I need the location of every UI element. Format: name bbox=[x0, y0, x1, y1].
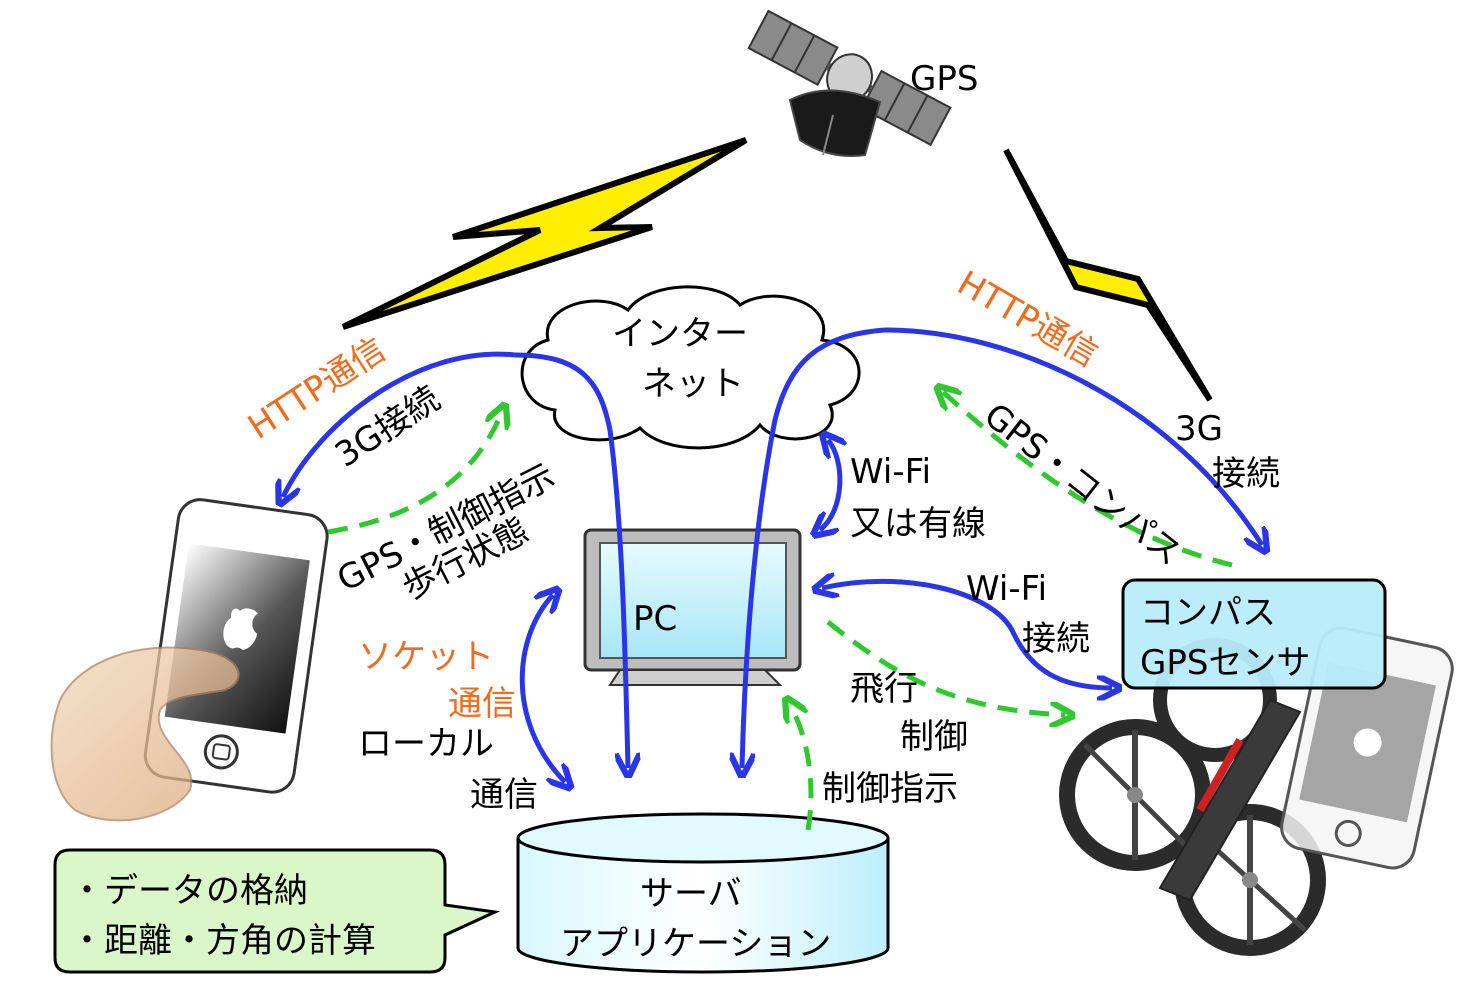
blue-arrows bbox=[283, 327, 1262, 782]
note-callout bbox=[53, 848, 501, 974]
label-wifi-mid-1: Wi-Fi bbox=[966, 569, 1047, 609]
arrow-pc-cloud-wifi bbox=[820, 440, 840, 530]
sensor-box bbox=[1121, 578, 1387, 690]
green-dashed-arrows bbox=[327, 392, 1233, 831]
label-local-2: 通信 bbox=[470, 775, 538, 815]
arrow-cloud-to-drone bbox=[884, 327, 1262, 545]
dash-pc-to-drone bbox=[826, 620, 1065, 715]
arrow-cloud-to-phone bbox=[283, 351, 516, 497]
dash-drone-to-cloud bbox=[943, 392, 1233, 568]
label-3g-right-2: 接続 bbox=[1212, 454, 1280, 494]
dash-phone-to-cloud bbox=[327, 412, 502, 535]
database-icon bbox=[516, 812, 890, 974]
label-wifi-mid-2: 接続 bbox=[1022, 619, 1090, 659]
sensor-label-line1: コンパス bbox=[1140, 593, 1276, 633]
arrow-phone-pc-socket bbox=[519, 595, 565, 782]
arrow-cloud-to-server-left bbox=[514, 352, 628, 768]
arrow-pc-drone-wifi bbox=[822, 581, 1112, 688]
arrow-cloud-to-server-right bbox=[742, 327, 886, 768]
label-flight-2: 制御 bbox=[900, 717, 968, 757]
cloud-label-line1: インター bbox=[612, 314, 748, 354]
satellite-label: GPS bbox=[910, 59, 978, 99]
label-socket-1: ソケット bbox=[358, 637, 494, 677]
dash-server-to-pc bbox=[790, 705, 814, 831]
cloud-label-line2: ネット bbox=[642, 364, 744, 404]
label-3g-right-1: 3G bbox=[1175, 409, 1223, 449]
smartphone-hand-icon bbox=[50, 498, 329, 822]
server-label-line2: アプリケーション bbox=[560, 924, 831, 964]
pc-label: PC bbox=[633, 599, 677, 639]
label-gps-compass: GPS・コンパス bbox=[976, 396, 1189, 574]
server-label-line1: サーバ bbox=[640, 874, 742, 914]
drone-icon bbox=[1059, 638, 1326, 956]
note-line1: ・データの格納 bbox=[70, 871, 308, 911]
label-flight-1: 飛行 bbox=[850, 669, 918, 709]
note-line2: ・距離・方角の計算 bbox=[70, 921, 376, 961]
label-control-cmd: 制御指示 bbox=[822, 769, 958, 809]
label-socket-2: 通信 bbox=[448, 684, 516, 724]
sensor-label-line2: GPSセンサ bbox=[1140, 643, 1310, 683]
lightning-left-icon bbox=[341, 137, 748, 330]
monitor-icon bbox=[583, 528, 802, 686]
lightning-right-icon bbox=[1003, 148, 1213, 402]
label-wifi-top-1: Wi-Fi bbox=[850, 452, 931, 492]
label-wifi-top-2: 又は有線 bbox=[850, 504, 986, 544]
satellite-icon bbox=[747, 9, 952, 157]
label-local-1: ローカル bbox=[358, 724, 494, 764]
